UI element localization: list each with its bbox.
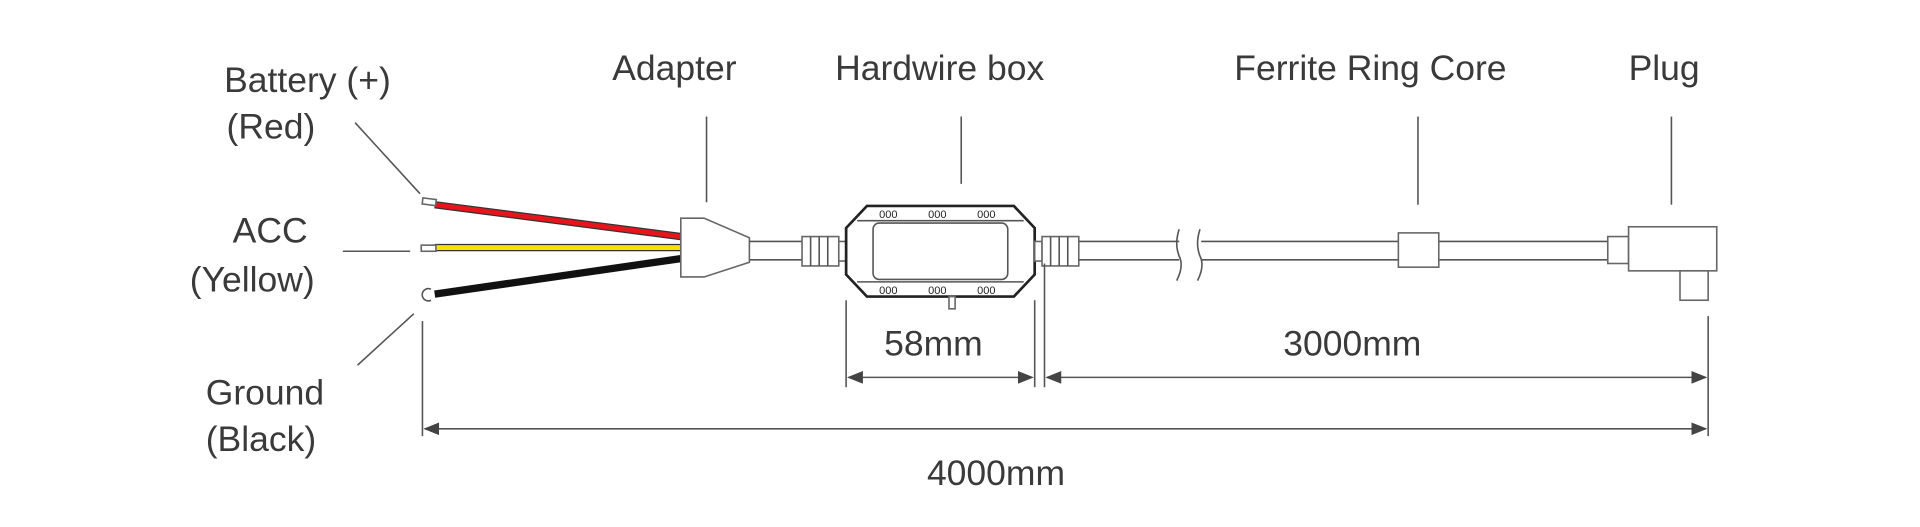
cable-length-label: 3000mm	[1283, 323, 1421, 363]
svg-text:000: 000	[977, 285, 995, 297]
ferrite-ring-core	[1397, 232, 1440, 268]
black-wire	[434, 254, 682, 298]
plug	[1606, 225, 1718, 302]
dimension-lines	[421, 263, 1709, 437]
svg-text:000: 000	[928, 209, 946, 221]
battery-color-label: (Red)	[227, 107, 316, 147]
svg-text:000: 000	[879, 285, 897, 297]
adapter	[680, 217, 751, 278]
svg-text:000: 000	[928, 285, 946, 297]
leader-lines	[342, 116, 1673, 366]
box-length-label: 58mm	[884, 323, 983, 363]
svg-text:000: 000	[879, 209, 897, 221]
wires	[420, 196, 682, 302]
ferrite-label: Ferrite Ring Core	[1234, 48, 1506, 88]
main-cable	[1078, 228, 1608, 281]
adapter-label: Adapter	[612, 48, 737, 88]
acc-label: ACC	[233, 211, 308, 251]
strain-relief-left	[801, 235, 847, 267]
ground-label: Ground	[206, 372, 324, 412]
red-wire	[434, 202, 682, 239]
red-wire-tip	[421, 196, 438, 207]
plug-label: Plug	[1629, 48, 1700, 88]
yellow-wire-tip	[420, 244, 437, 253]
ring-terminal-icon	[421, 287, 432, 302]
hardwire-box-label: Hardwire box	[835, 48, 1044, 88]
ground-color-label: (Black)	[206, 419, 316, 459]
total-length-label: 4000mm	[927, 453, 1065, 493]
hardwire-box: 000 000 000 000 000 000	[844, 204, 1037, 310]
battery-label: Battery (+)	[224, 60, 391, 100]
acc-color-label: (Yellow)	[190, 260, 315, 300]
svg-text:000: 000	[977, 209, 995, 221]
strain-relief-right	[1033, 235, 1080, 267]
